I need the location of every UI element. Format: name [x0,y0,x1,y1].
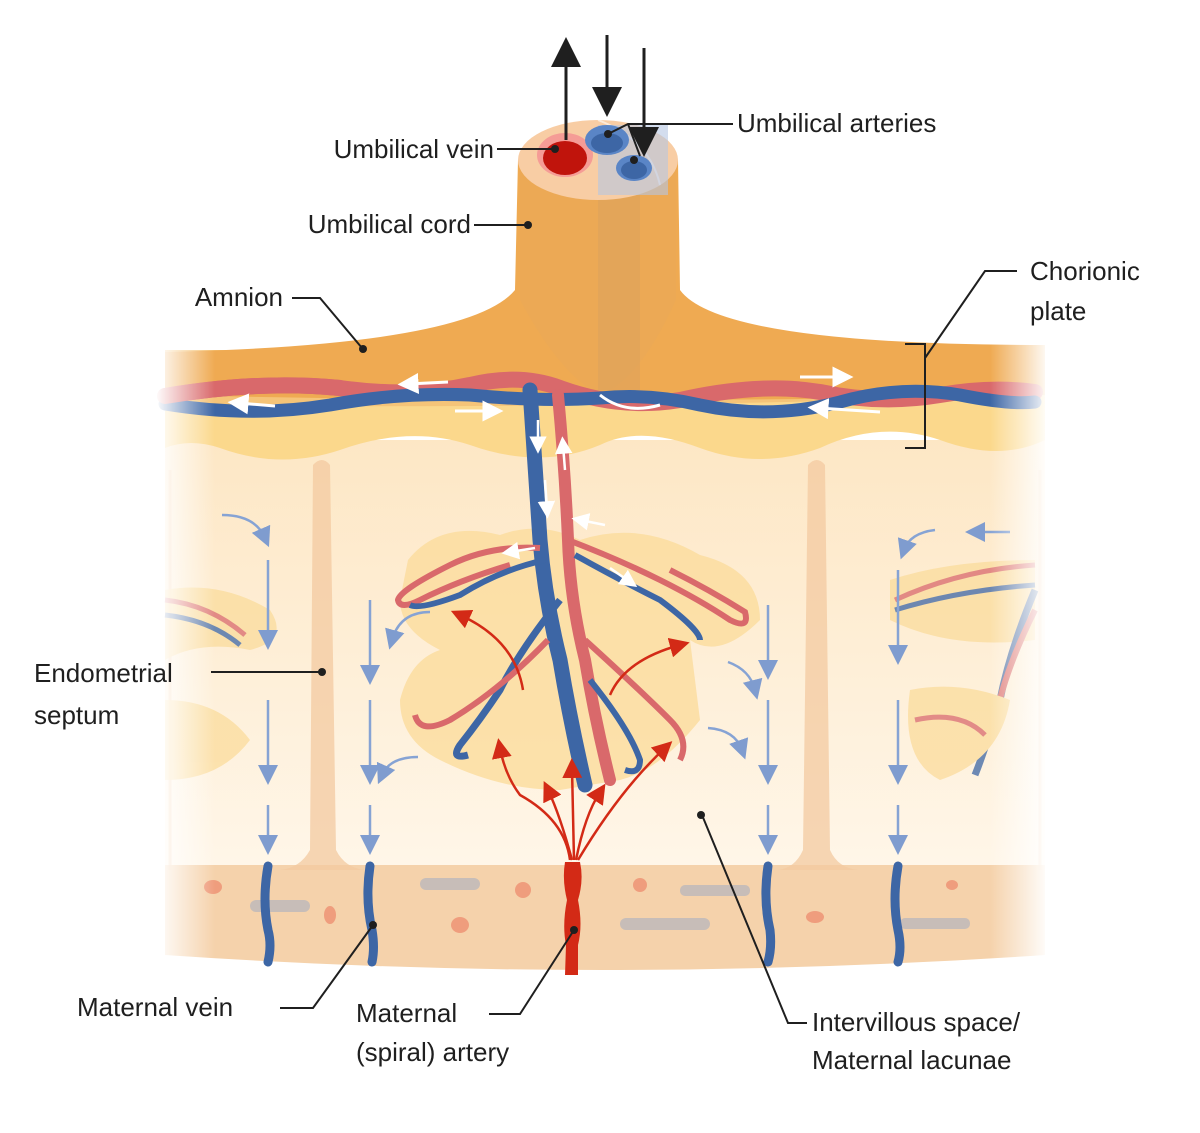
label-endometrial-septum-1: Endometrial [34,658,173,688]
decidua-basalis [165,860,1045,970]
label-maternal-vein: Maternal vein [77,992,233,1022]
label-umbilical-vein: Umbilical vein [334,134,494,164]
label-intervillous-1: Intervillous space/ [812,1007,1021,1037]
maternal-flow-arrows [221,513,1010,855]
spiral-artery-jets [450,610,690,861]
maternal-veins [260,861,905,967]
label-chorionic-plate-2: plate [1030,296,1086,326]
stem-villus [394,382,760,793]
label-chorionic-plate-1: Chorionic [1030,256,1140,286]
left-edge-fade [155,340,215,980]
cord-flow-arrows [551,35,659,157]
spiral-artery [563,862,582,975]
label-endometrial-septum-2: septum [34,700,119,730]
label-intervillous-2: Maternal lacunae [812,1045,1011,1075]
label-maternal-artery-2: (spiral) artery [356,1037,509,1067]
label-amnion: Amnion [195,282,283,312]
chorionic-plate-bracket [905,343,926,449]
umbilical-artery-cross-section [585,125,652,181]
leader-lines [211,123,1017,1024]
right-edge-fade [990,340,1050,980]
label-umbilical-arteries: Umbilical arteries [737,108,936,138]
label-maternal-artery-1: Maternal [356,998,457,1028]
umbilical-cord-amnion [165,119,1045,400]
labels: Umbilical vein Umbilical arteries Umbili… [34,108,1140,1075]
label-umbilical-cord: Umbilical cord [308,209,471,239]
